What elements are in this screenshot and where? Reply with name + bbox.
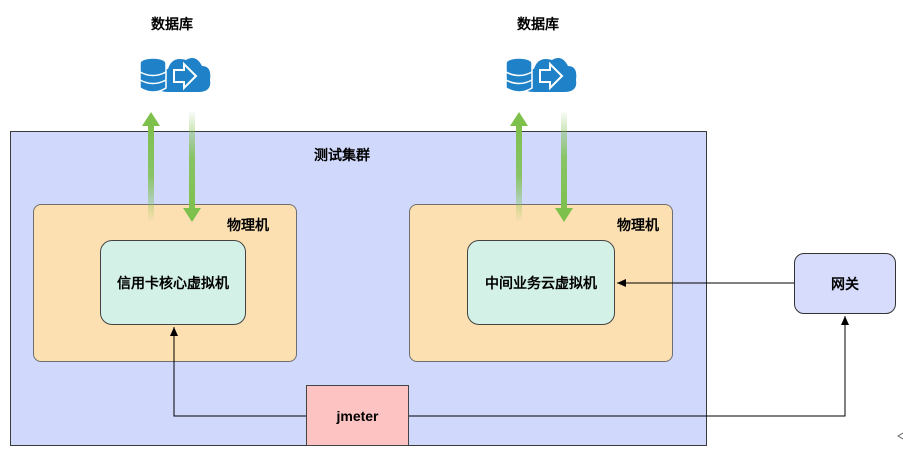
gateway-label: 网关 — [831, 275, 859, 292]
db-read-arrow-left — [183, 112, 201, 222]
db-write-arrow-right — [510, 112, 528, 220]
db-write-arrow-left — [142, 112, 160, 220]
vm-label-credit-card-core: 信用卡核心虚拟机 — [117, 274, 229, 291]
physical-machine-label-right: 物理机 — [617, 217, 659, 233]
database-label-right: 数据库 — [517, 16, 559, 32]
jmeter-label: jmeter — [336, 407, 379, 424]
cluster-label: 测试集群 — [314, 147, 370, 163]
database-label-left: 数据库 — [151, 16, 193, 32]
jmeter-node[interactable]: jmeter — [306, 385, 409, 446]
vm-label-middle-business-cloud: 中间业务云虚拟机 — [485, 274, 597, 291]
db-read-arrow-right — [555, 112, 573, 222]
connector-jmeter-to-vm — [170, 327, 306, 417]
gateway-node[interactable]: 网关 — [794, 253, 896, 314]
vm-credit-card-core[interactable]: 信用卡核心虚拟机 — [100, 240, 246, 325]
connector-jmeter-to-gateway — [409, 316, 849, 417]
vm-middle-business-cloud[interactable]: 中间业务云虚拟机 — [467, 240, 615, 325]
cloud-database-icon — [139, 57, 211, 93]
physical-machine-label-left: 物理机 — [227, 217, 269, 233]
caret-icon — [897, 432, 903, 440]
cloud-database-icon — [505, 57, 577, 93]
